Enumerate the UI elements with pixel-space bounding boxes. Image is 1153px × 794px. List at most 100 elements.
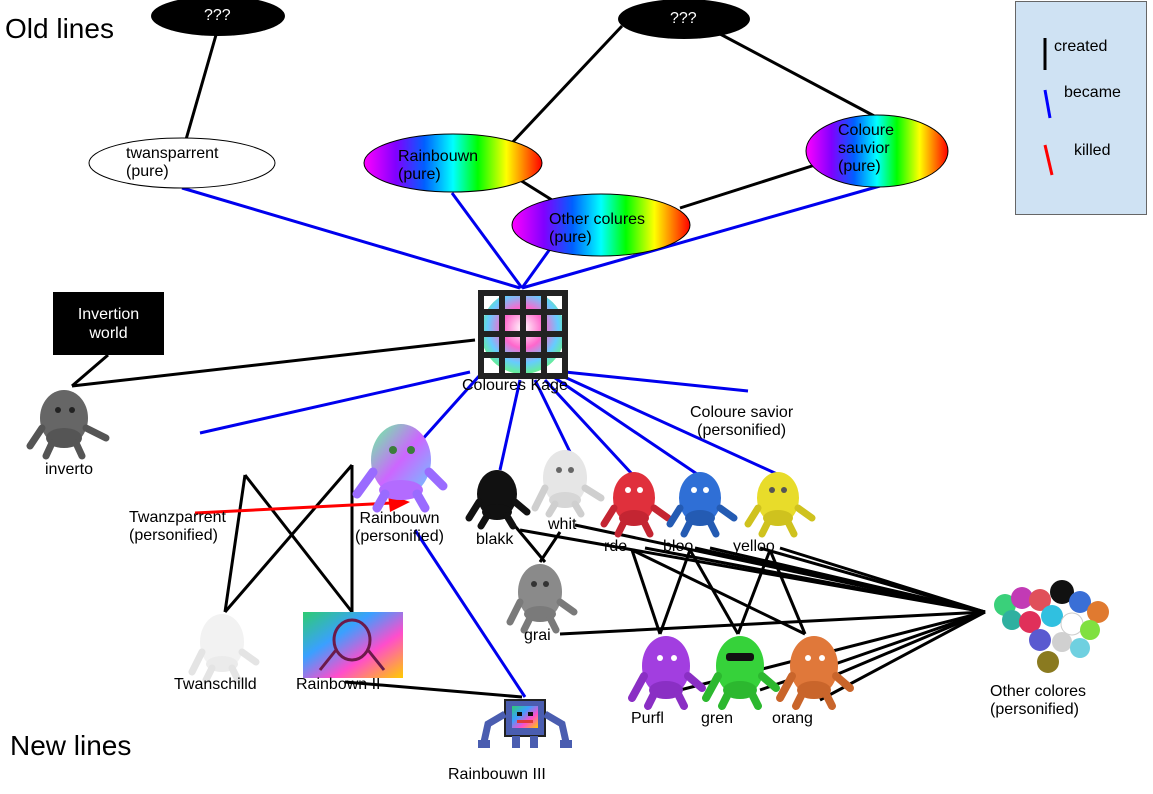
line-kage-twanz — [199, 370, 471, 435]
became-lines — [181, 184, 881, 698]
line-invertion-inverto — [71, 353, 109, 388]
rainbown-ii-label: Rainbown II — [296, 676, 381, 693]
legend-became-mark — [1043, 89, 1052, 119]
creature-twanschilld-icon — [188, 614, 260, 684]
twansparrent-name: twansparrent — [126, 145, 219, 162]
invertion-world-node: Invertion world — [53, 292, 164, 355]
line-kage-inverto — [71, 338, 476, 388]
rainbouwn-personified-tag: (personified) — [355, 528, 444, 545]
whit-label: whit — [548, 516, 577, 533]
line-top-right-sauvior — [704, 24, 879, 120]
inverto-label: inverto — [45, 461, 94, 478]
rainbouwn-personified-label: Rainbouwn (personified) — [355, 510, 444, 546]
creature-inverto-icon — [26, 390, 110, 460]
twanschilld-label: Twanschilld — [174, 676, 257, 693]
grai-label: grai — [524, 627, 551, 644]
rainbouwn-pure-tag: (pure) — [398, 166, 441, 183]
line-yel-other2 — [779, 546, 986, 614]
other-colures-pure-node — [511, 193, 691, 257]
line-kage-rainbouwn — [418, 373, 482, 444]
twansparrent-pure-tag: (pure) — [126, 163, 169, 180]
coloure-sauvior-name-1: Coloure — [838, 122, 895, 139]
creature-whit-icon — [531, 450, 605, 518]
twanzparrent-personified-label: Twanzparrent (personified) — [129, 509, 226, 545]
coloure-sauvior-pure-label: Coloure sauvior (pure) — [838, 122, 894, 176]
legend-killed-label: killed — [1074, 142, 1111, 159]
creature-orang-icon — [776, 636, 854, 710]
unknown-node-right-label: ??? — [670, 10, 697, 27]
line-rde-orang — [631, 548, 806, 636]
rainbouwn-personified-name: Rainbouwn — [359, 510, 440, 527]
line-bloo-purfl — [658, 549, 692, 635]
creature-gren-icon — [702, 636, 780, 710]
creature-rainbouwn-iii-icon — [478, 699, 572, 748]
coloure-sauvior-pure-tag: (pure) — [838, 158, 881, 175]
line-twanz-kills-rainbouwn — [194, 501, 393, 515]
line-sauvior-kage — [521, 184, 881, 290]
creature-bloo-icon — [666, 472, 738, 538]
line-top-left-twansparrent — [183, 27, 220, 144]
blakk-label: blakk — [476, 531, 514, 548]
rainbouwn-name: Rainbouwn — [398, 148, 479, 165]
unknown-node-right — [618, 0, 750, 39]
twansparrent-pure-node — [88, 137, 276, 189]
line-bloo-gren — [688, 549, 740, 635]
line-kage-blakk — [498, 379, 522, 471]
line-rde-purfl — [630, 549, 662, 635]
line-twanz-x2 — [243, 474, 354, 613]
line-rain-x1 — [223, 464, 354, 613]
line-kage-yelloo — [559, 373, 778, 476]
line-kage-whit — [533, 379, 572, 453]
line-kage-savior — [564, 370, 749, 393]
unknown-node-left — [151, 0, 285, 36]
invertion-world-line1: Invertion — [77, 305, 140, 323]
line-twansparrent-kage — [181, 186, 521, 290]
old-lines-title: Old lines — [5, 13, 114, 44]
line-rainbouwn-kage — [450, 192, 524, 289]
line-twanz-x1 — [223, 474, 247, 613]
coloure-savior-personified-label: Coloure savior (personified) — [690, 404, 793, 440]
legend-created-label: created — [1054, 38, 1108, 55]
bloo-label: bloo — [663, 538, 694, 555]
line-rde-other — [644, 546, 986, 614]
legend-became-label: became — [1064, 84, 1121, 101]
line-bloo-other2 — [709, 546, 986, 614]
unknown-node-left-label: ??? — [204, 7, 231, 24]
invertion-world-line2: world — [89, 324, 128, 342]
coloure-savior-personified-tag: (personified) — [697, 422, 787, 439]
rde-label: rde — [604, 538, 628, 555]
coloure-sauvior-name-2: sauvior — [838, 140, 890, 157]
gren-label: gren — [701, 710, 734, 727]
creature-group-other-colores-icon — [994, 580, 1109, 673]
line-rainbouwnp-rainbouwn3 — [413, 529, 527, 698]
coloures-kage-label: Coloures Kage — [462, 377, 568, 394]
purfl-label: Purfl — [631, 710, 664, 727]
creature-blakk-icon — [465, 470, 531, 530]
creature-rainbown-ii-icon — [303, 612, 403, 678]
twansparrent-pure-label: twansparrent (pure) — [126, 145, 219, 181]
rainbouwn-iii-label: Rainbouwn III — [448, 766, 546, 783]
line-kage-bloo — [554, 376, 698, 476]
line-top-right-rainbouwn — [508, 24, 624, 147]
line-grai-other — [559, 610, 986, 636]
creature-purfl-icon — [628, 636, 706, 710]
other-colures-name: Other colures — [549, 211, 646, 228]
orang-label: orang — [772, 710, 813, 727]
twanzparrent-personified-tag: (personified) — [129, 527, 218, 544]
coloure-sauvior-pure-node — [805, 114, 949, 188]
legend-killed-mark — [1043, 144, 1054, 176]
other-colures-pure-tag: (pure) — [549, 229, 592, 246]
other-colores-personified-label: Other colores (personified) — [990, 683, 1086, 719]
new-lines-title: New lines — [10, 730, 132, 761]
coloures-kage-icon — [478, 290, 568, 379]
line-sauvior-other — [679, 163, 816, 210]
line-kage-rde — [543, 378, 634, 476]
creature-yelloo-icon — [744, 472, 816, 538]
rainbouwn-pure-label: Rainbouwn (pure) — [398, 148, 478, 184]
twanzparrent-name: Twanzparrent — [129, 509, 226, 526]
creature-rde-icon — [600, 472, 672, 538]
rainbouwn-pure-node — [363, 133, 543, 193]
coloure-savior-name: Coloure savior — [690, 404, 794, 421]
other-colores-personified-tag: (personified) — [990, 701, 1079, 718]
